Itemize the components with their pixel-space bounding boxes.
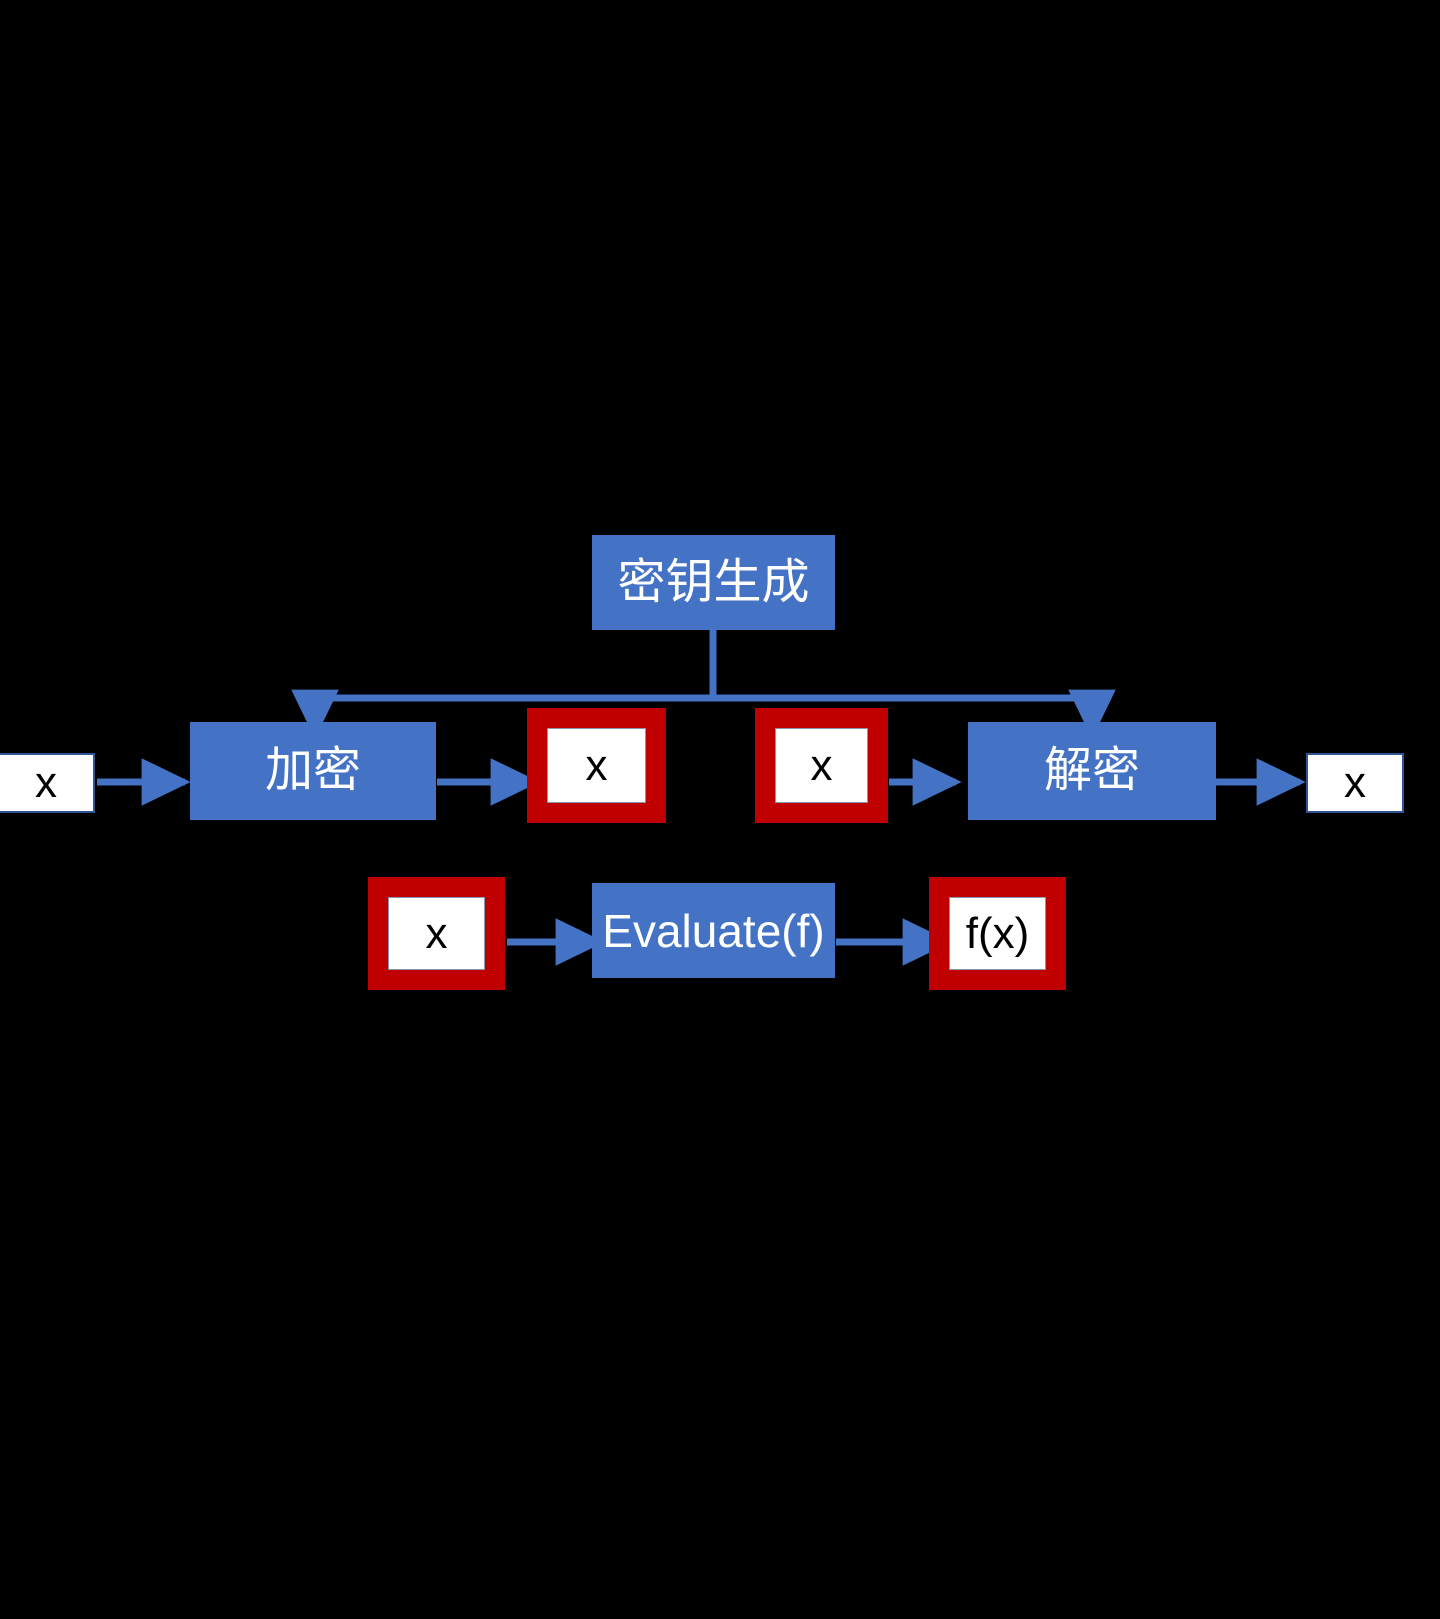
node-plaintext-output[interactable]: x <box>1306 753 1404 813</box>
node-evaluate-output-label: f(x) <box>965 908 1030 958</box>
node-ciphertext-input-inner: x <box>775 728 868 803</box>
node-evaluate-output-inner: f(x) <box>949 897 1046 970</box>
node-evaluate-input[interactable]: x <box>368 877 505 990</box>
node-encrypt[interactable]: 加密 <box>190 722 436 820</box>
node-encrypt-label: 加密 <box>264 744 361 797</box>
node-evaluate-output[interactable]: f(x) <box>929 877 1066 990</box>
node-key-generation[interactable]: 密钥生成 <box>592 535 835 630</box>
node-ciphertext-output-label: x <box>585 740 608 790</box>
keygen-branch-connector <box>291 630 1116 739</box>
node-key-generation-label: 密钥生成 <box>617 555 810 609</box>
node-ciphertext-output[interactable]: x <box>527 708 666 823</box>
node-ciphertext-input[interactable]: x <box>755 708 888 823</box>
node-decrypt-label: 解密 <box>1043 744 1140 797</box>
node-plaintext-output-label: x <box>1344 758 1366 807</box>
node-evaluate-input-inner: x <box>388 897 485 970</box>
node-evaluate-input-label: x <box>425 908 448 958</box>
node-plaintext-input-label: x <box>35 758 57 807</box>
node-plaintext-input[interactable]: x <box>0 753 95 813</box>
node-decrypt[interactable]: 解密 <box>968 722 1216 820</box>
node-evaluate-label: Evaluate(f) <box>602 904 825 957</box>
node-evaluate[interactable]: Evaluate(f) <box>592 883 835 978</box>
node-ciphertext-output-inner: x <box>547 728 646 803</box>
node-ciphertext-input-label: x <box>810 740 833 790</box>
